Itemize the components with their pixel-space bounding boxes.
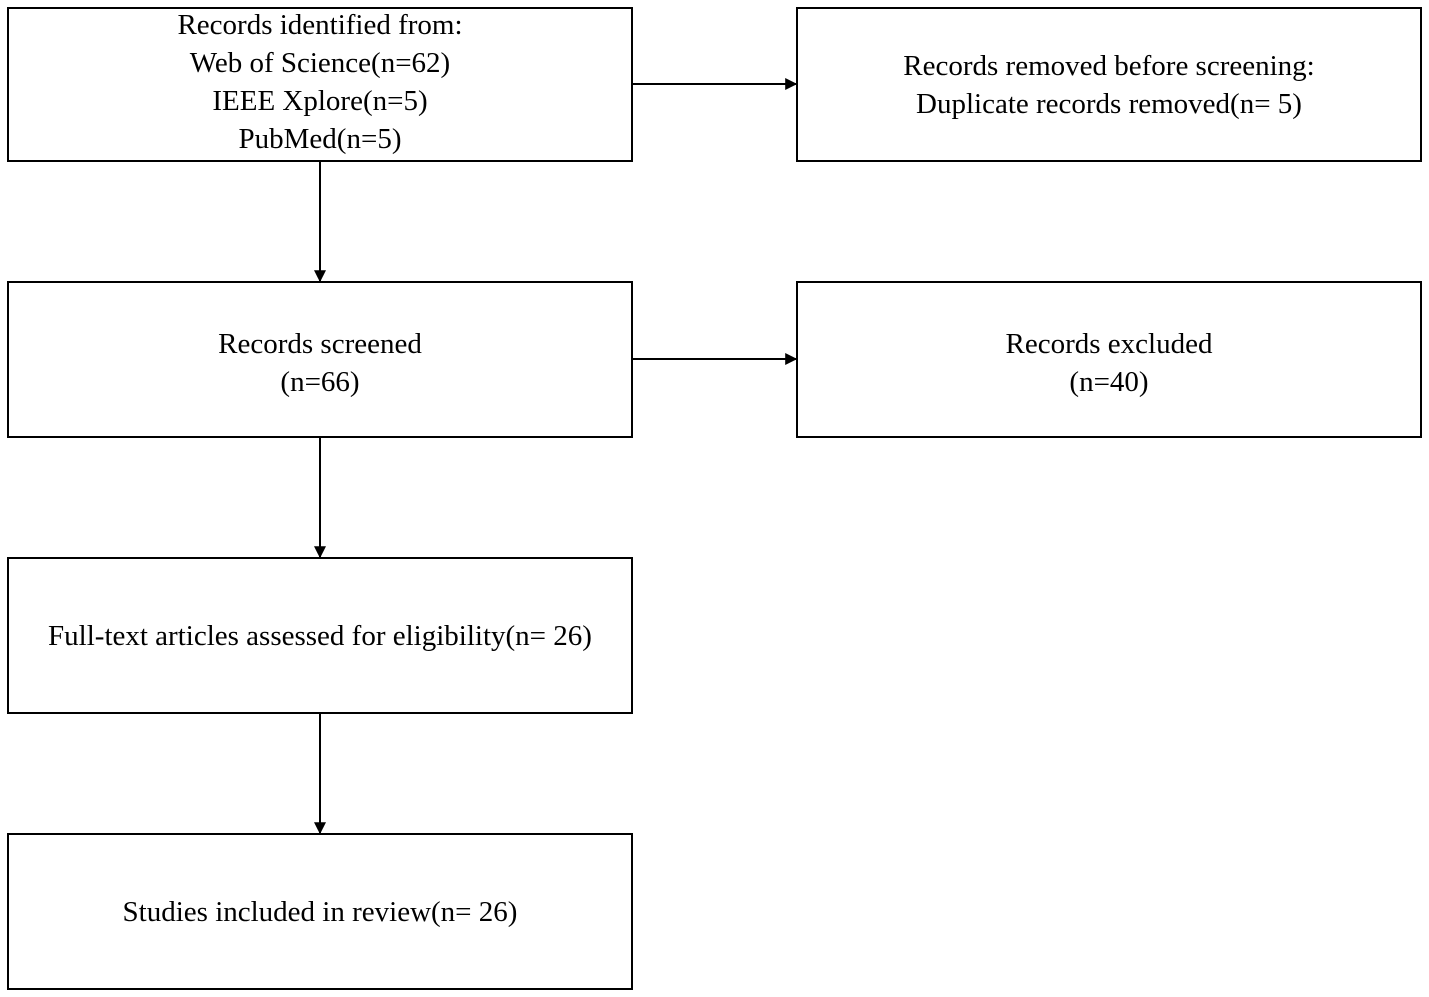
- duplicates-removed-count: Duplicate records removed(n= 5): [916, 87, 1302, 120]
- studies-included-box: Studies included in review(n= 26): [7, 833, 633, 990]
- web-of-science-count: Web of Science(n=62): [189, 46, 451, 79]
- studies-included-label: Studies included in review(n= 26): [122, 895, 518, 928]
- records-screened-count: (n=66): [280, 366, 360, 398]
- records-excluded-box: Records excluded (n=40): [796, 281, 1422, 438]
- records-excluded-count: (n=40): [1069, 366, 1149, 398]
- records-removed-heading: Records removed before screening:: [903, 49, 1315, 82]
- ieee-xplore-count: IEEE Xplore(n=5): [212, 84, 428, 117]
- records-screened-box: Records screened (n=66): [7, 281, 633, 438]
- records-identified-box: Records identified from: Web of Science(…: [7, 7, 633, 162]
- records-screened-label: Records screened: [218, 328, 422, 360]
- fulltext-assessed-label: Full-text articles assessed for eligibil…: [48, 619, 592, 652]
- records-removed-box: Records removed before screening: Duplic…: [796, 7, 1422, 162]
- pubmed-count: PubMed(n=5): [238, 122, 402, 155]
- records-excluded-label: Records excluded: [1005, 328, 1213, 360]
- fulltext-assessed-box: Full-text articles assessed for eligibil…: [7, 557, 633, 714]
- records-identified-heading: Records identified from:: [177, 8, 463, 41]
